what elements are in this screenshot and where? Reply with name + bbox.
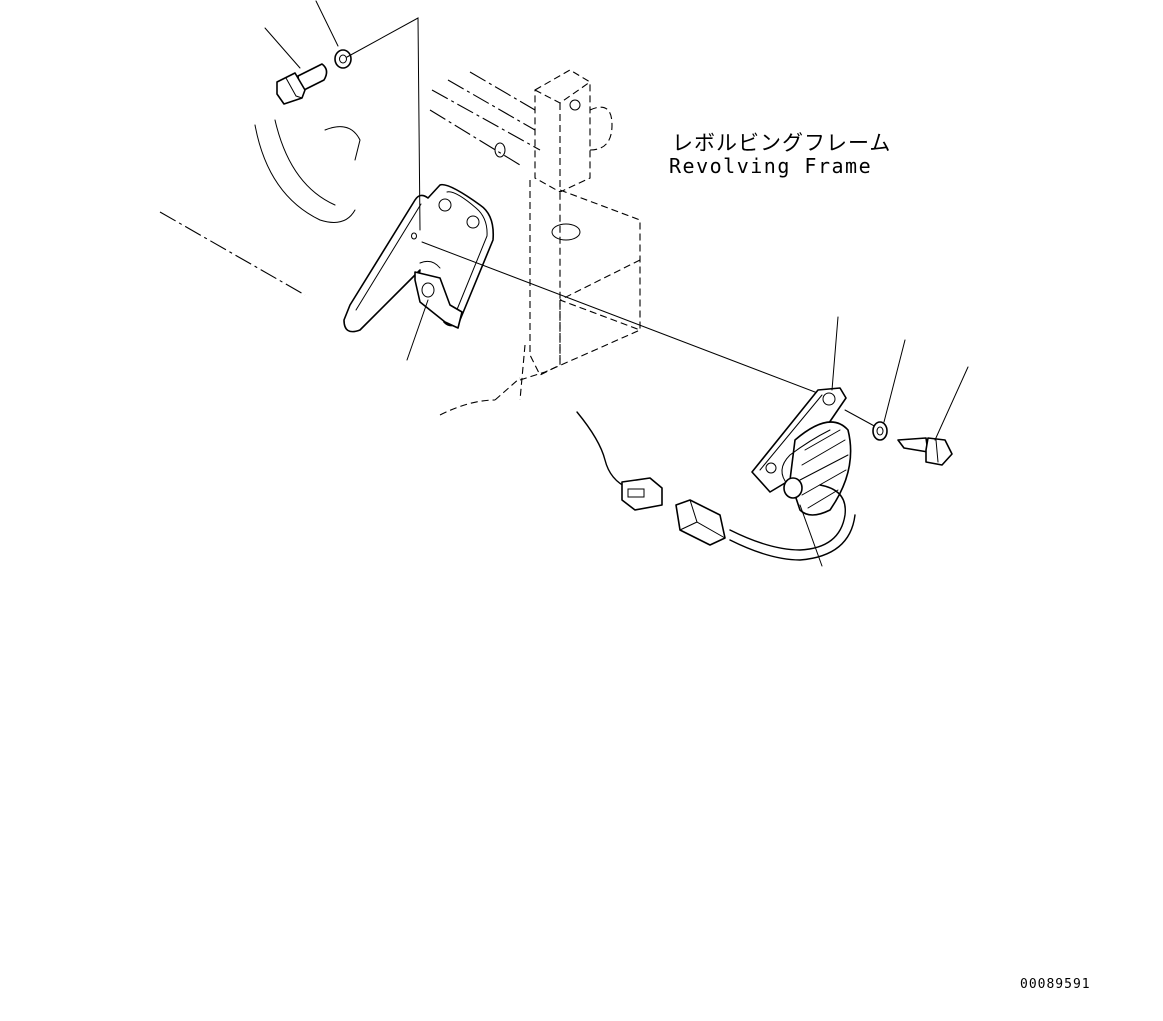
bolt-left [276,63,328,105]
mounting-bracket [343,183,495,333]
drawing-number: 00089591 [1020,977,1091,992]
leader-lines [264,0,969,567]
washer-left [334,49,352,69]
wire-harness [576,411,856,561]
washer-right [872,421,888,441]
horn-assembly [751,387,852,516]
assembly-lines [346,17,879,429]
revolving-frame-outline [159,69,641,416]
frame-label-en: Revolving Frame [669,154,872,178]
frame-label-jp: レボルビングフレーム [672,131,891,155]
bolt-right [897,437,953,466]
